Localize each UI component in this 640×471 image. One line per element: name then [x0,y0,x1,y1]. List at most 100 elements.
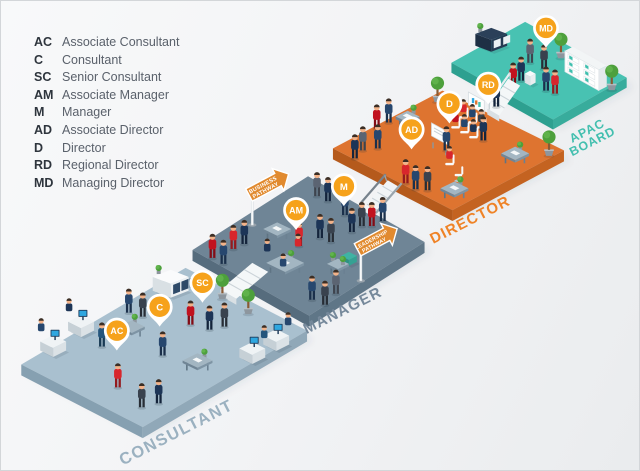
person-figure [372,104,382,131]
svg-text:D: D [446,99,453,110]
platform-right-face [142,330,308,439]
topiary-tree [605,64,619,93]
person-figure [541,66,551,94]
topiary-tree [241,288,255,317]
legend-item: SC Senior Consultant [34,69,179,87]
person-figure [113,363,123,390]
sign-arrow [244,167,290,203]
person-figure [97,322,107,349]
computer-monitor [78,309,88,321]
person-figure [347,207,357,235]
person-figure [479,116,488,143]
legend-abbr: C [34,52,44,67]
person-figure [378,196,388,224]
pin-c: C [146,293,173,327]
potted-plant [477,23,484,33]
legend-item: RD Regional Director [34,157,179,175]
director-platform [332,72,570,222]
display-shelf [564,46,607,92]
seated-person [469,104,476,118]
pin-am: AM [283,197,310,231]
legend-label: Consultant [62,52,122,67]
seated-person [470,118,477,133]
topiary-tree [215,273,229,302]
pin-md: MD [533,14,559,48]
platform-right-face [452,150,564,222]
computer-monitor [50,329,60,341]
computer-monitor [249,336,259,348]
potted-plant [517,141,524,151]
legend-abbr: AC [34,35,53,49]
person-figure [307,275,317,303]
person-figure [401,159,410,186]
legend-abbr: RD [34,158,53,173]
person-figure [525,38,535,66]
potted-plant [131,313,138,323]
seated-person [263,238,271,252]
seated-person [279,253,287,267]
svg-text:AD: AD [405,125,418,135]
pin-rd: RD [475,71,502,105]
desk [263,323,293,353]
legend-label: Senior Consultant [62,70,162,85]
legend-abbr: AM [34,87,54,102]
legend-label: Manager [62,105,112,120]
svg-text:C: C [156,302,163,313]
svg-text:M: M [340,182,348,193]
svg-text:RD: RD [482,80,495,90]
person-figure [315,213,325,241]
legend-label: Regional Director [62,158,159,173]
legend-abbr: SC [34,70,52,85]
person-figure [323,177,333,204]
legend-abbr: MD [34,175,54,190]
svg-text:MD: MD [539,23,553,33]
person-figure [423,166,432,193]
person-figure [411,165,420,192]
person-figure [326,217,336,245]
seated-person [461,114,468,128]
platform-left-face [192,249,310,327]
topiary-tree [554,32,568,61]
person-figure [186,300,195,328]
seated-person [37,318,45,332]
potted-plant [329,252,337,262]
audience-chair-person [469,118,479,139]
person-figure [312,172,322,199]
table [263,222,292,239]
seated-person [294,233,302,247]
person-figure [516,56,526,84]
legend-label: Director [62,140,106,155]
person-figure [208,233,217,261]
person-figure [442,126,451,153]
audience-chair-person [445,145,455,166]
potted-plant [201,348,208,358]
person-figure [158,331,167,358]
pin-ad: AD [398,116,425,150]
desk [239,336,269,366]
person-figure [320,280,330,308]
table [501,146,530,164]
potted-plant [410,104,417,114]
platform-right-face [309,241,425,327]
pin-sc: SC [189,269,216,303]
potted-plant [457,176,464,186]
podium [524,70,539,88]
person-figure [367,201,377,229]
person-figure [384,98,393,125]
consultant-platform [21,262,314,439]
cabinet [475,27,511,54]
svg-text:SC: SC [196,278,209,288]
person-figure [229,224,238,252]
person-figure [124,288,134,316]
seated-person [446,145,453,159]
person-figure [137,383,147,410]
legend-abbr: AD [34,122,53,137]
person-figure [357,201,367,229]
